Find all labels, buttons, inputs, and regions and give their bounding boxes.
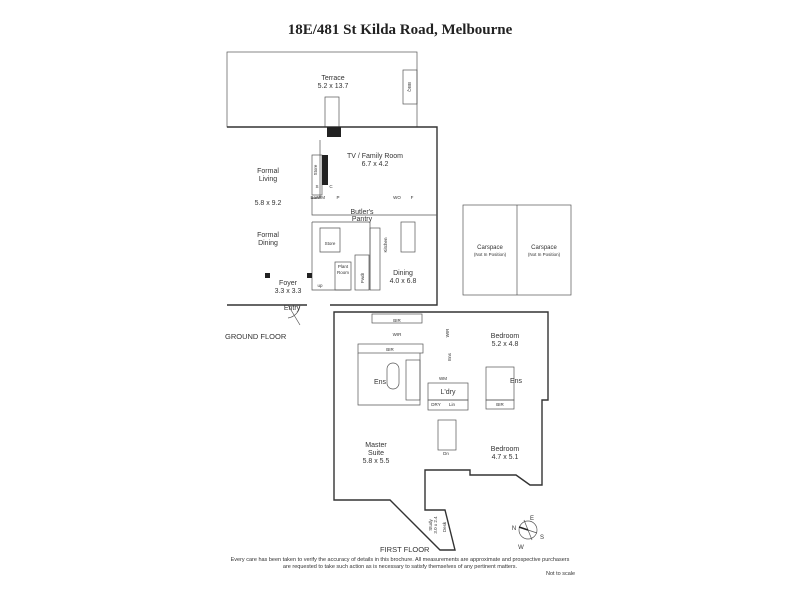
svg-text:Carspace: Carspace [477,245,503,251]
svg-text:Dining: Dining [393,270,413,277]
svg-text:Room: Room [337,270,349,275]
svg-text:WIR: WIR [393,332,402,337]
svg-text:Desk: Desk [442,521,447,532]
svg-text:W: W [518,545,524,551]
svg-text:C: C [329,184,333,189]
svg-text:Store: Store [325,241,336,246]
terrace: Terrace 5.2 x 13.7 BBQ [226,51,418,128]
svg-text:Carspace: Carspace [531,245,557,251]
compass-icon: N E S W [512,516,544,551]
svg-text:Ens: Ens [374,379,387,386]
disclaimer-line-1: Every care has been taken to verify the … [230,557,570,563]
svg-text:Dining: Dining [258,240,278,247]
svg-text:3.0 x 2.4: 3.0 x 2.4 [433,516,438,534]
svg-text:TV / Family Room: TV / Family Room [347,153,403,160]
svg-text:BIR: BIR [393,318,401,323]
svg-text:3.3 x 3.3: 3.3 x 3.3 [275,288,302,295]
svg-text:BBQ: BBQ [407,82,412,92]
svg-text:S: S [540,535,544,541]
svg-text:4.0 x 6.8: 4.0 x 6.8 [390,278,417,285]
carspaces: Carspace (Not In Position) Carspace (Not… [462,204,572,296]
first-floor-plan: WIR BIR BIR BIR WIR Ens Ens Ens L'dry DR… [333,311,549,554]
svg-text:5.2 x 13.7: 5.2 x 13.7 [318,83,349,90]
svg-text:(Not In Position): (Not In Position) [474,252,507,257]
svg-text:Lin: Lin [449,402,456,407]
svg-text:Ens: Ens [447,352,452,361]
svg-text:N: N [512,526,516,532]
page-title: 18E/481 St Kilda Road, Melbourne [287,22,513,38]
disclaimer-line-2: are requested to take such action as is … [282,564,518,570]
svg-text:WO: WO [393,195,401,200]
svg-text:Formal: Formal [257,168,279,175]
svg-text:Store: Store [313,164,318,175]
svg-text:Terrace: Terrace [321,75,344,82]
svg-text:DRY: DRY [431,402,440,407]
svg-text:4.7 x 5.1: 4.7 x 5.1 [492,454,519,461]
not-to-scale-note: Not to scale [546,571,576,577]
svg-text:Master: Master [365,442,387,449]
svg-text:Ens: Ens [510,378,523,385]
svg-text:WM: WM [317,195,325,200]
svg-text:5.8 x 9.2: 5.8 x 9.2 [255,200,282,207]
svg-text:Pwdr: Pwdr [360,272,365,283]
svg-text:Pantry: Pantry [352,216,373,223]
svg-text:5.8 x 5.5: 5.8 x 5.5 [363,458,390,465]
svg-text:Entry: Entry [284,305,301,312]
svg-text:Bedroom: Bedroom [491,333,520,340]
svg-text:(Not In Position): (Not In Position) [528,252,561,257]
ground-floor-plan: TV / Family Room 6.7 x 4.2 Formal Living… [225,126,438,341]
svg-text:GROUND FLOOR: GROUND FLOOR [225,332,287,341]
svg-text:L'dry: L'dry [441,389,456,396]
svg-text:5.2 x 4.8: 5.2 x 4.8 [492,341,519,348]
svg-text:WIR: WIR [445,328,450,337]
svg-text:up: up [317,283,323,288]
svg-text:Dn: Dn [443,451,449,456]
svg-text:P: P [336,195,339,200]
svg-text:Foyer: Foyer [279,280,298,287]
svg-text:Suite: Suite [368,450,384,457]
svg-text:Plant: Plant [338,264,349,269]
svg-text:F: F [411,195,414,200]
svg-text:BIR: BIR [496,402,504,407]
svg-text:FIRST FLOOR: FIRST FLOOR [380,545,430,554]
svg-text:S: S [315,184,318,189]
svg-text:Formal: Formal [257,232,279,239]
svg-text:Living: Living [259,176,277,183]
svg-text:E: E [530,516,534,522]
svg-text:Kitchen: Kitchen [383,237,388,253]
svg-text:BIR: BIR [386,347,394,352]
svg-text:Study: Study [428,519,433,531]
svg-text:Bar: Bar [310,195,318,200]
svg-text:Bedroom: Bedroom [491,446,520,453]
svg-text:6.7 x 4.2: 6.7 x 4.2 [362,161,389,168]
disclaimer: Every care has been taken to verify the … [190,557,610,571]
svg-text:Butler's: Butler's [350,209,374,216]
svg-text:WM: WM [439,376,447,381]
